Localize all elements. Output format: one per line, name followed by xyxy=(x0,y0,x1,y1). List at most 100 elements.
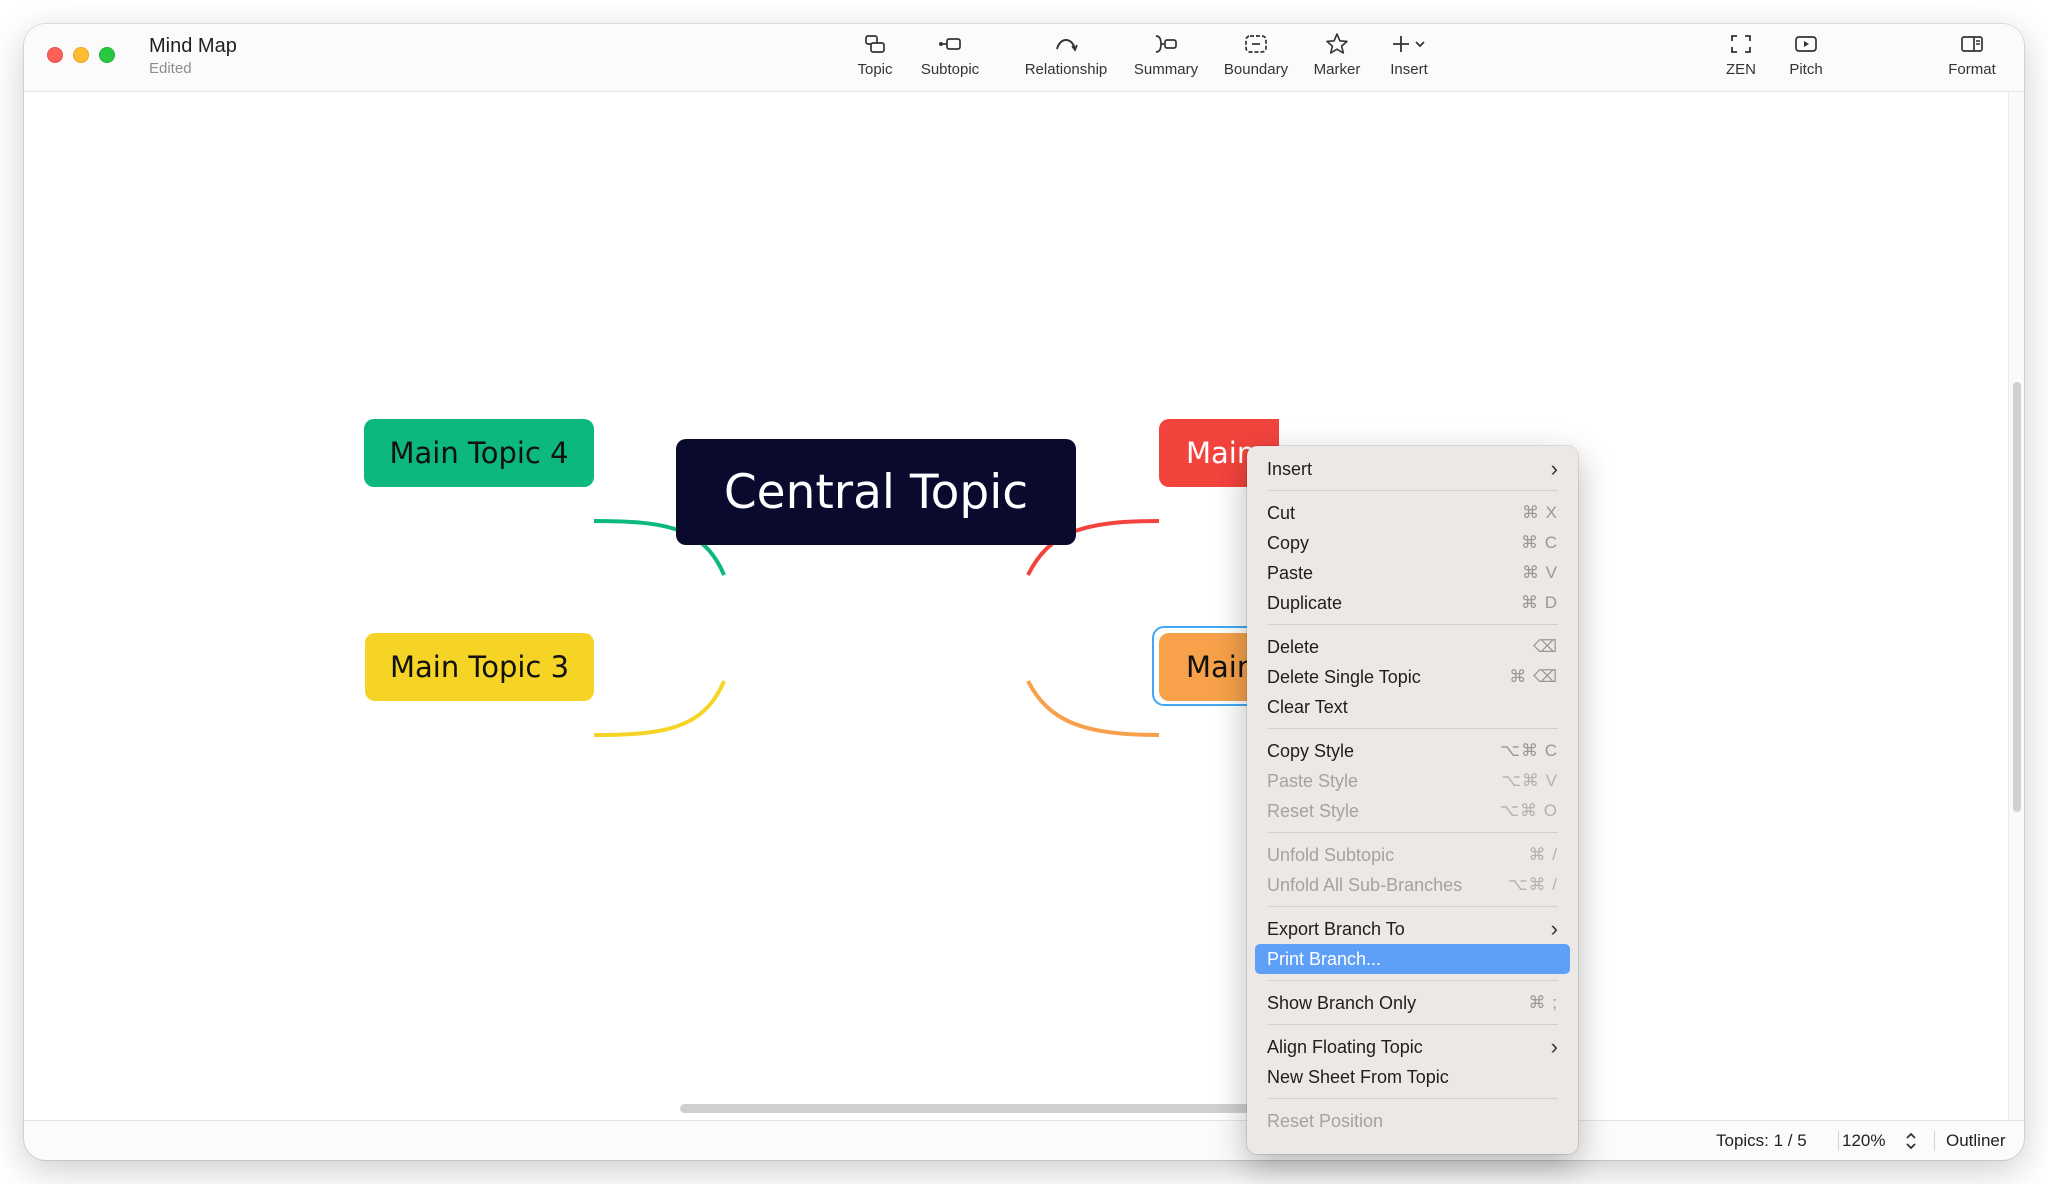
up-down-chevron-icon xyxy=(1906,1132,1916,1150)
outliner-button[interactable]: Outliner xyxy=(1946,1131,2006,1150)
menu-item-cut[interactable]: Cut ⌘ X xyxy=(1255,498,1570,528)
shortcut-label: ⌘ ⌫ xyxy=(1509,667,1558,686)
shortcut-label: ⌫ xyxy=(1532,637,1558,656)
insert-label: Insert xyxy=(1390,61,1428,78)
zoom-level[interactable]: 120% xyxy=(1842,1131,1886,1150)
subtopic-button[interactable]: Subtopic xyxy=(910,32,990,86)
chevron-right-icon: › xyxy=(1550,916,1558,941)
format-button[interactable]: Format xyxy=(1944,32,2000,86)
marker-button[interactable]: Marker xyxy=(1308,32,1366,86)
insert-button[interactable]: Insert xyxy=(1382,32,1436,86)
main-topic-2-label: Main xyxy=(1186,650,1256,684)
subtopic-label: Subtopic xyxy=(920,61,980,78)
menu-item-label: Unfold Subtopic xyxy=(1267,844,1395,865)
minimize-window-button[interactable] xyxy=(73,47,89,63)
main-topic-3[interactable]: Main Topic 3 xyxy=(365,633,594,701)
shortcut-label: ⌘ X xyxy=(1521,503,1558,522)
boundary-button[interactable]: Boundary xyxy=(1219,32,1293,86)
shortcut-label: ⌥⌘ / xyxy=(1507,875,1558,894)
shortcut-label: ⌥⌘ C xyxy=(1500,741,1558,760)
menu-item-label: Align Floating Topic xyxy=(1267,1036,1423,1057)
menu-item-label: Cut xyxy=(1267,502,1296,523)
shortcut-label: ⌥⌘ O xyxy=(1499,801,1558,820)
zen-label: ZEN xyxy=(1726,61,1756,78)
menu-item-reset-style[interactable]: Reset Style ⌥⌘ O xyxy=(1255,796,1570,826)
close-window-button[interactable] xyxy=(47,47,63,63)
branch-connectors xyxy=(593,519,1160,737)
summary-button[interactable]: Summary xyxy=(1130,32,1202,86)
menu-separator xyxy=(1267,490,1558,491)
play-icon xyxy=(1795,36,1817,52)
central-topic[interactable]: Central Topic xyxy=(676,439,1076,545)
menu-item-label: Copy xyxy=(1267,532,1310,553)
maximize-window-button[interactable] xyxy=(99,47,115,63)
status-separator xyxy=(1934,1131,1935,1151)
menu-item-label: Copy Style xyxy=(1267,740,1355,761)
menu-item-export-branch-to[interactable]: Export Branch To› xyxy=(1255,914,1570,944)
topics-count: Topics: 1 / 5 xyxy=(1716,1131,1807,1150)
menu-item-label: Paste Style xyxy=(1267,770,1359,791)
document-title: Mind Map xyxy=(149,35,237,57)
relationship-button[interactable]: Relationship xyxy=(1015,32,1117,86)
menu-item-copy-style[interactable]: Copy Style ⌥⌘ C xyxy=(1255,736,1570,766)
relationship-icon xyxy=(1056,39,1078,52)
subtopic-icon xyxy=(939,38,961,50)
topic-icon xyxy=(865,35,885,53)
shortcut-label: ⌘ C xyxy=(1521,533,1558,552)
menu-item-paste-style[interactable]: Paste Style ⌥⌘ V xyxy=(1255,766,1570,796)
menu-separator xyxy=(1267,980,1558,981)
menu-item-label: Reset Position xyxy=(1267,1110,1384,1131)
summary-icon xyxy=(1155,35,1177,53)
menu-item-label: Paste xyxy=(1267,562,1314,583)
shortcut-label: ⌘ / xyxy=(1528,845,1558,864)
vertical-scrollbar[interactable] xyxy=(2008,92,2024,1124)
menu-separator xyxy=(1267,832,1558,833)
zoom-stepper-icon[interactable] xyxy=(1904,1129,1918,1158)
menu-item-paste[interactable]: Paste ⌘ V xyxy=(1255,558,1570,588)
central-topic-label: Central Topic xyxy=(723,464,1029,520)
menu-item-label: Duplicate xyxy=(1267,592,1343,613)
pitch-label: Pitch xyxy=(1789,61,1823,78)
menu-item-show-branch-only[interactable]: Show Branch Only⌘ ; xyxy=(1255,988,1570,1018)
mind-map-canvas[interactable] xyxy=(24,92,2008,1124)
summary-label: Summary xyxy=(1133,61,1199,78)
status-bar: Topics: 1 / 5 120% Outliner xyxy=(24,1120,2024,1160)
shortcut-label: ⌘ V xyxy=(1521,563,1558,582)
main-topic-4[interactable]: Main Topic 4 xyxy=(364,419,594,487)
menu-item-unfold-all-sub-branches[interactable]: Unfold All Sub-Branches ⌥⌘ / xyxy=(1255,870,1570,900)
vertical-scroll-thumb[interactable] xyxy=(2013,382,2021,812)
topic-button[interactable]: Topic xyxy=(847,32,903,86)
shortcut-label: ⌘ ; xyxy=(1528,993,1558,1012)
horizontal-scroll-thumb[interactable] xyxy=(680,1104,1280,1113)
menu-item-new-sheet-from-topic[interactable]: New Sheet From Topic xyxy=(1255,1062,1570,1092)
menu-item-copy[interactable]: Copy ⌘ C xyxy=(1255,528,1570,558)
menu-item-insert[interactable]: Insert› xyxy=(1255,454,1570,484)
menu-item-label: Unfold All Sub-Branches xyxy=(1267,874,1463,895)
menu-item-duplicate[interactable]: Duplicate ⌘ D xyxy=(1255,588,1570,618)
menu-separator xyxy=(1267,624,1558,625)
menu-item-label: Reset Style xyxy=(1267,800,1360,821)
title-bar: Mind Map Edited Topic Subtopic Relations… xyxy=(24,24,2024,92)
status-separator xyxy=(1838,1131,1839,1151)
shortcut-label: ⌥⌘ V xyxy=(1501,771,1558,790)
app-window: Mind Map Edited Topic Subtopic Relations… xyxy=(24,24,2024,1160)
menu-item-delete-single-topic[interactable]: Delete Single Topic⌘ ⌫ xyxy=(1255,662,1570,692)
main-topic-3-label: Main Topic 3 xyxy=(389,650,570,684)
menu-item-unfold-subtopic[interactable]: Unfold Subtopic ⌘ / xyxy=(1255,840,1570,870)
zen-button[interactable]: ZEN xyxy=(1716,32,1766,86)
menu-item-print-branch[interactable]: Print Branch... xyxy=(1255,944,1570,974)
fullscreen-icon xyxy=(1731,35,1751,53)
relationship-label: Relationship xyxy=(1024,61,1108,78)
shortcut-label: ⌘ D xyxy=(1521,593,1558,612)
menu-item-delete[interactable]: Delete ⌫ xyxy=(1255,632,1570,662)
menu-item-align-floating-topic[interactable]: Align Floating Topic› xyxy=(1255,1032,1570,1062)
chevron-right-icon: › xyxy=(1550,456,1558,481)
menu-item-clear-text[interactable]: Clear Text xyxy=(1255,692,1570,722)
menu-item-label: Clear Text xyxy=(1267,696,1348,717)
menu-item-label: Delete xyxy=(1267,636,1320,657)
boundary-label: Boundary xyxy=(1223,61,1289,78)
menu-item-reset-position[interactable]: Reset Position xyxy=(1255,1106,1570,1136)
topic-label: Topic xyxy=(857,61,893,78)
pitch-button[interactable]: Pitch xyxy=(1780,32,1832,86)
marker-label: Marker xyxy=(1313,61,1361,78)
